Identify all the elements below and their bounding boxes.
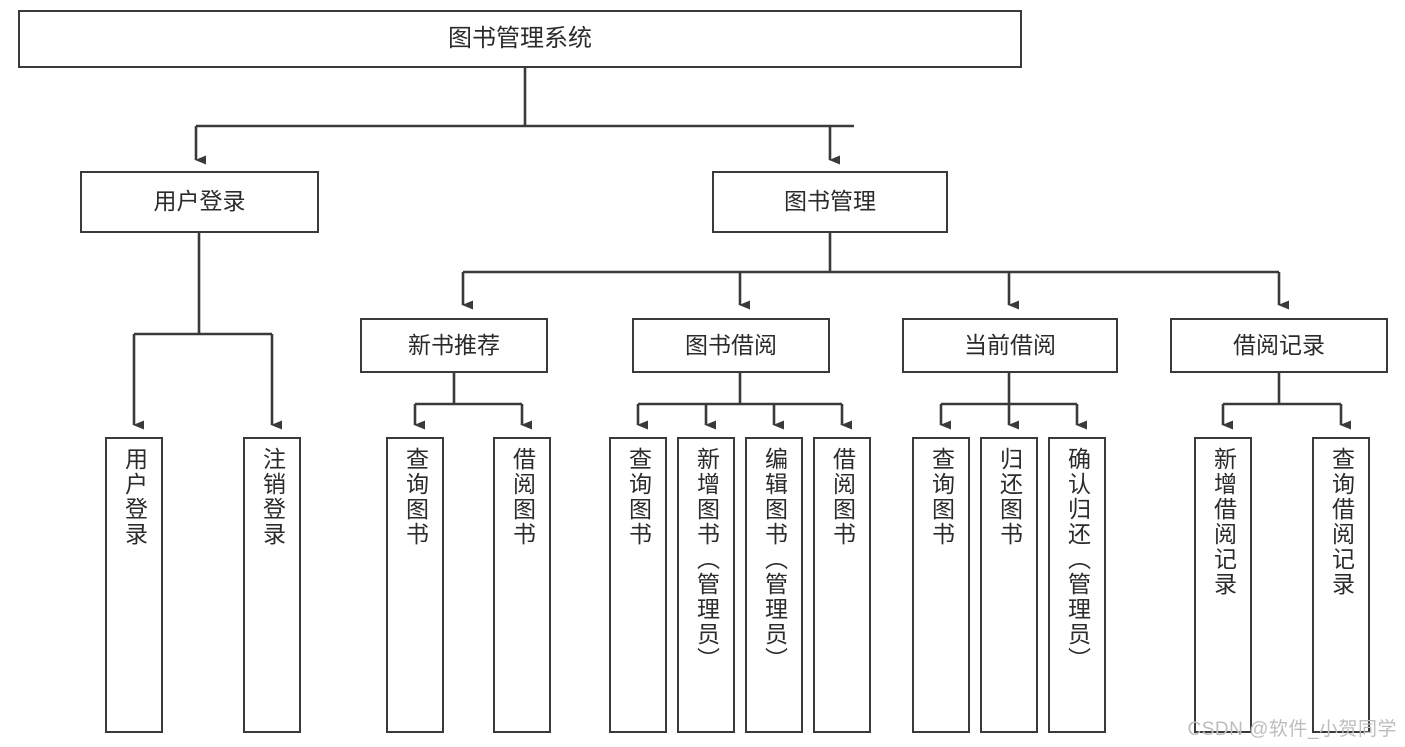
- leaf-new-book-recommend-0[interactable]: 查询图书: [386, 437, 444, 733]
- node-book-management[interactable]: 图书管理: [712, 171, 948, 233]
- leaf-borrow-record-1-label: 查询借阅记录: [1328, 447, 1355, 597]
- node-new-book-recommend[interactable]: 新书推荐: [360, 318, 548, 373]
- leaf-current-borrow-2[interactable]: 确认归还（管理员）: [1048, 437, 1106, 733]
- leaf-book-borrow-3-label: 借阅图书: [829, 447, 856, 547]
- leaf-current-borrow-0-label: 查询图书: [928, 447, 955, 547]
- leaf-book-borrow-1-label: 新增图书（管理员）: [693, 447, 720, 672]
- leaf-book-borrow-1[interactable]: 新增图书（管理员）: [677, 437, 735, 733]
- leaf-user-login-0[interactable]: 用户登录: [105, 437, 163, 733]
- node-book-management-label: 图书管理: [784, 188, 876, 215]
- watermark-text: CSDN @软件_小贺同学: [1187, 719, 1397, 740]
- leaf-current-borrow-1[interactable]: 归还图书: [980, 437, 1038, 733]
- leaf-borrow-record-0[interactable]: 新增借阅记录: [1194, 437, 1252, 733]
- leaf-borrow-record-1[interactable]: 查询借阅记录: [1312, 437, 1370, 733]
- node-user-login-label: 用户登录: [153, 188, 246, 215]
- leaf-book-borrow-0-label: 查询图书: [625, 447, 652, 547]
- leaf-book-borrow-2[interactable]: 编辑图书（管理员）: [745, 437, 803, 733]
- leaf-current-borrow-0[interactable]: 查询图书: [912, 437, 970, 733]
- leaf-current-borrow-2-label: 确认归还（管理员）: [1064, 447, 1091, 672]
- leaf-book-borrow-0[interactable]: 查询图书: [609, 437, 667, 733]
- node-book-borrow-label: 图书借阅: [685, 331, 777, 358]
- node-current-borrow-label: 当前借阅: [964, 331, 1056, 358]
- node-current-borrow[interactable]: 当前借阅: [902, 318, 1118, 373]
- node-root-label: 图书管理系统: [448, 24, 592, 52]
- node-root[interactable]: 图书管理系统: [18, 10, 1022, 68]
- node-book-borrow[interactable]: 图书借阅: [632, 318, 830, 373]
- leaf-user-login-1-label: 注销登录: [259, 447, 286, 547]
- node-borrow-record-label: 借阅记录: [1233, 331, 1325, 358]
- leaf-new-book-recommend-1[interactable]: 借阅图书: [493, 437, 551, 733]
- leaf-user-login-1[interactable]: 注销登录: [243, 437, 301, 733]
- leaf-new-book-recommend-1-label: 借阅图书: [509, 447, 536, 547]
- node-borrow-record[interactable]: 借阅记录: [1170, 318, 1388, 373]
- node-user-login[interactable]: 用户登录: [80, 171, 319, 233]
- leaf-new-book-recommend-0-label: 查询图书: [402, 447, 429, 547]
- leaf-borrow-record-0-label: 新增借阅记录: [1210, 447, 1237, 597]
- leaf-user-login-0-label: 用户登录: [121, 447, 148, 547]
- leaf-current-borrow-1-label: 归还图书: [996, 447, 1023, 547]
- node-new-book-recommend-label: 新书推荐: [408, 331, 500, 358]
- leaf-book-borrow-3[interactable]: 借阅图书: [813, 437, 871, 733]
- leaf-book-borrow-2-label: 编辑图书（管理员）: [761, 447, 788, 672]
